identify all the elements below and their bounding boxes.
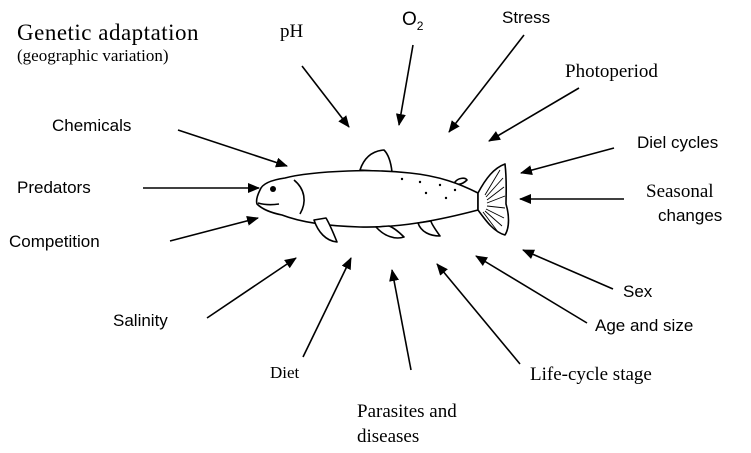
arrow-salinity [207,258,296,318]
eye [270,186,276,192]
label-genetic-adaptation: Genetic adaptation [17,21,199,44]
arrow-parasites [392,270,411,370]
arrow-chemicals [178,130,287,166]
arrow-ph [302,66,349,127]
arrow-diel [521,148,614,173]
fish-body [257,171,478,227]
arrow-sex [523,250,613,289]
arrow-life-cycle [437,264,520,364]
arrow-o2 [399,45,413,125]
label-salinity: Salinity [113,312,168,329]
label-parasites: Parasites and [357,402,457,421]
label-o2: O2 [402,10,423,32]
arrow-photoperiod [489,88,579,141]
label-diseases: diseases [357,427,419,446]
label-age-and-size: Age and size [595,317,693,334]
pelvic-fin [376,226,404,238]
label-o2-subscript: 2 [417,19,424,33]
label-stress: Stress [502,9,550,26]
arrow-competition [170,218,258,241]
label-chemicals: Chemicals [52,117,131,134]
arrow-diet [303,258,351,357]
arrow-stress [449,35,524,132]
label-diel-cycles: Diel cycles [637,134,718,151]
label-life-cycle-stage: Life-cycle stage [530,365,652,384]
label-o2-base: O [402,9,417,30]
label-changes: changes [658,207,722,224]
label-sex: Sex [623,283,652,300]
trout-illustration [257,150,509,242]
label-photoperiod: Photoperiod [565,62,658,81]
label-diet: Diet [270,364,299,381]
dorsal-fin [360,150,392,172]
caudal-fin [478,164,509,235]
label-competition: Competition [9,233,100,250]
label-ph: pH [280,22,303,41]
label-seasonal: Seasonal [646,182,714,201]
anal-fin [418,221,440,236]
label-geographic-variation: (geographic variation) [17,47,169,64]
label-predators: Predators [17,179,91,196]
arrow-age-size [476,256,587,323]
